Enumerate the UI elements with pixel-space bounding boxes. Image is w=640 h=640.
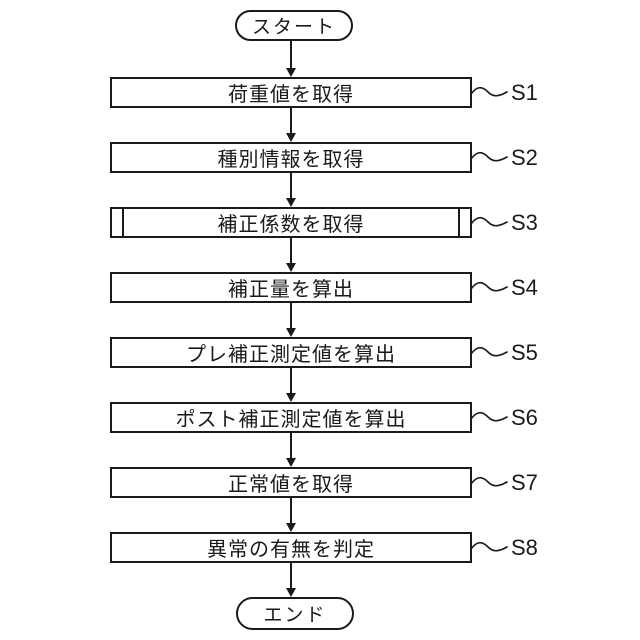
process-box-s8-label: 異常の有無を判定 bbox=[207, 539, 375, 561]
flow-arrow-s5-s6 bbox=[286, 368, 296, 402]
process-box-s1: 荷重値を取得 bbox=[110, 77, 472, 108]
process-box-s4-label: 補正量を算出 bbox=[228, 279, 354, 301]
terminal-end-label: エンド bbox=[263, 605, 327, 626]
connector-squiggle-s5 bbox=[470, 346, 508, 357]
step-label-s7: S7 bbox=[511, 470, 538, 495]
flow-arrow-s8-end bbox=[286, 563, 296, 597]
flow-arrow-start-s1 bbox=[286, 41, 296, 77]
step-label-s5: S5 bbox=[511, 340, 538, 365]
connector-squiggle-s8 bbox=[470, 541, 508, 552]
connector-squiggle-s2 bbox=[470, 151, 508, 162]
predefined-process-box-s3: 補正係数を取得 bbox=[110, 207, 472, 238]
process-box-s5-label: プレ補正測定値を算出 bbox=[186, 344, 396, 366]
connector-squiggle-s7 bbox=[470, 476, 508, 487]
connector-squiggle-s1 bbox=[470, 86, 508, 97]
terminal-start: スタート bbox=[235, 10, 353, 41]
process-box-s7: 正常値を取得 bbox=[110, 467, 472, 498]
flow-arrow-s1-s2 bbox=[286, 108, 296, 142]
flow-arrow-s6-s7 bbox=[286, 433, 296, 467]
process-box-s7-label: 正常値を取得 bbox=[228, 474, 354, 496]
step-label-s4: S4 bbox=[511, 275, 538, 300]
process-box-s2-label: 種別情報を取得 bbox=[217, 149, 365, 171]
step-label-s8: S8 bbox=[511, 535, 538, 560]
step-label-s6: S6 bbox=[511, 405, 538, 430]
flow-arrow-s2-s3 bbox=[286, 173, 296, 207]
connector-squiggle-s6 bbox=[470, 411, 508, 422]
flow-arrow-s3-s4 bbox=[286, 238, 296, 272]
predefined-left-bar bbox=[122, 209, 124, 236]
process-box-s6-label: ポスト補正測定値を算出 bbox=[175, 409, 407, 431]
terminal-end: エンド bbox=[236, 597, 354, 630]
step-label-s3: S3 bbox=[511, 210, 538, 235]
step-label-s1: S1 bbox=[511, 80, 538, 105]
process-box-s5: プレ補正測定値を算出 bbox=[110, 337, 472, 368]
predefined-right-bar bbox=[458, 209, 460, 236]
process-box-s3-label: 補正係数を取得 bbox=[217, 214, 365, 236]
process-box-s2: 種別情報を取得 bbox=[110, 142, 472, 173]
process-box-s4: 補正量を算出 bbox=[110, 272, 472, 303]
process-box-s6: ポスト補正測定値を算出 bbox=[110, 402, 472, 433]
terminal-start-label: スタート bbox=[251, 17, 336, 38]
flow-arrow-s7-s8 bbox=[286, 498, 296, 532]
flow-arrow-s4-s5 bbox=[286, 303, 296, 337]
process-box-s1-label: 荷重値を取得 bbox=[228, 84, 354, 106]
process-box-s8: 異常の有無を判定 bbox=[110, 532, 472, 563]
step-label-s2: S2 bbox=[511, 145, 538, 170]
connector-squiggle-s3 bbox=[470, 216, 508, 227]
connector-squiggle-s4 bbox=[470, 281, 508, 292]
